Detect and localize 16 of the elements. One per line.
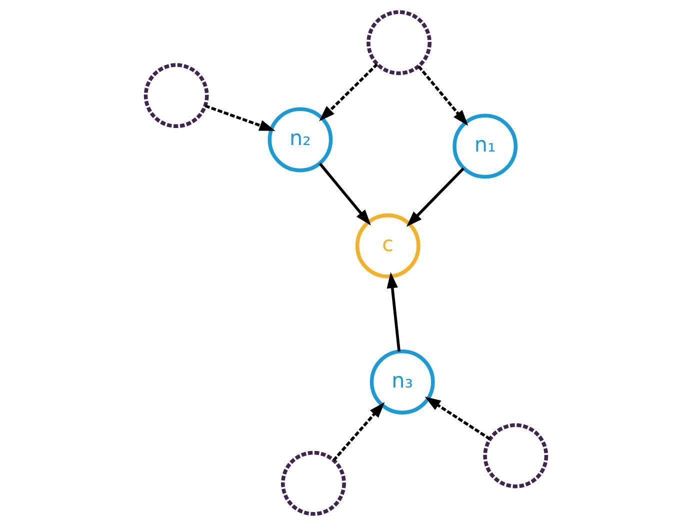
arrow <box>406 167 465 227</box>
arrow <box>319 63 378 122</box>
arrow <box>332 402 385 462</box>
node-circle: c <box>355 213 420 278</box>
node-circle <box>483 423 548 488</box>
arrow <box>204 104 276 131</box>
arrow <box>418 66 468 126</box>
node-circle: n₃ <box>370 350 435 414</box>
node-circle: n₁ <box>452 114 518 179</box>
node-circle: n₂ <box>268 107 333 172</box>
node-circle <box>281 450 346 516</box>
node-circle <box>366 10 432 76</box>
arrow <box>424 396 491 440</box>
node-circle <box>144 63 209 128</box>
arrow <box>318 162 371 226</box>
arrow <box>386 272 400 352</box>
